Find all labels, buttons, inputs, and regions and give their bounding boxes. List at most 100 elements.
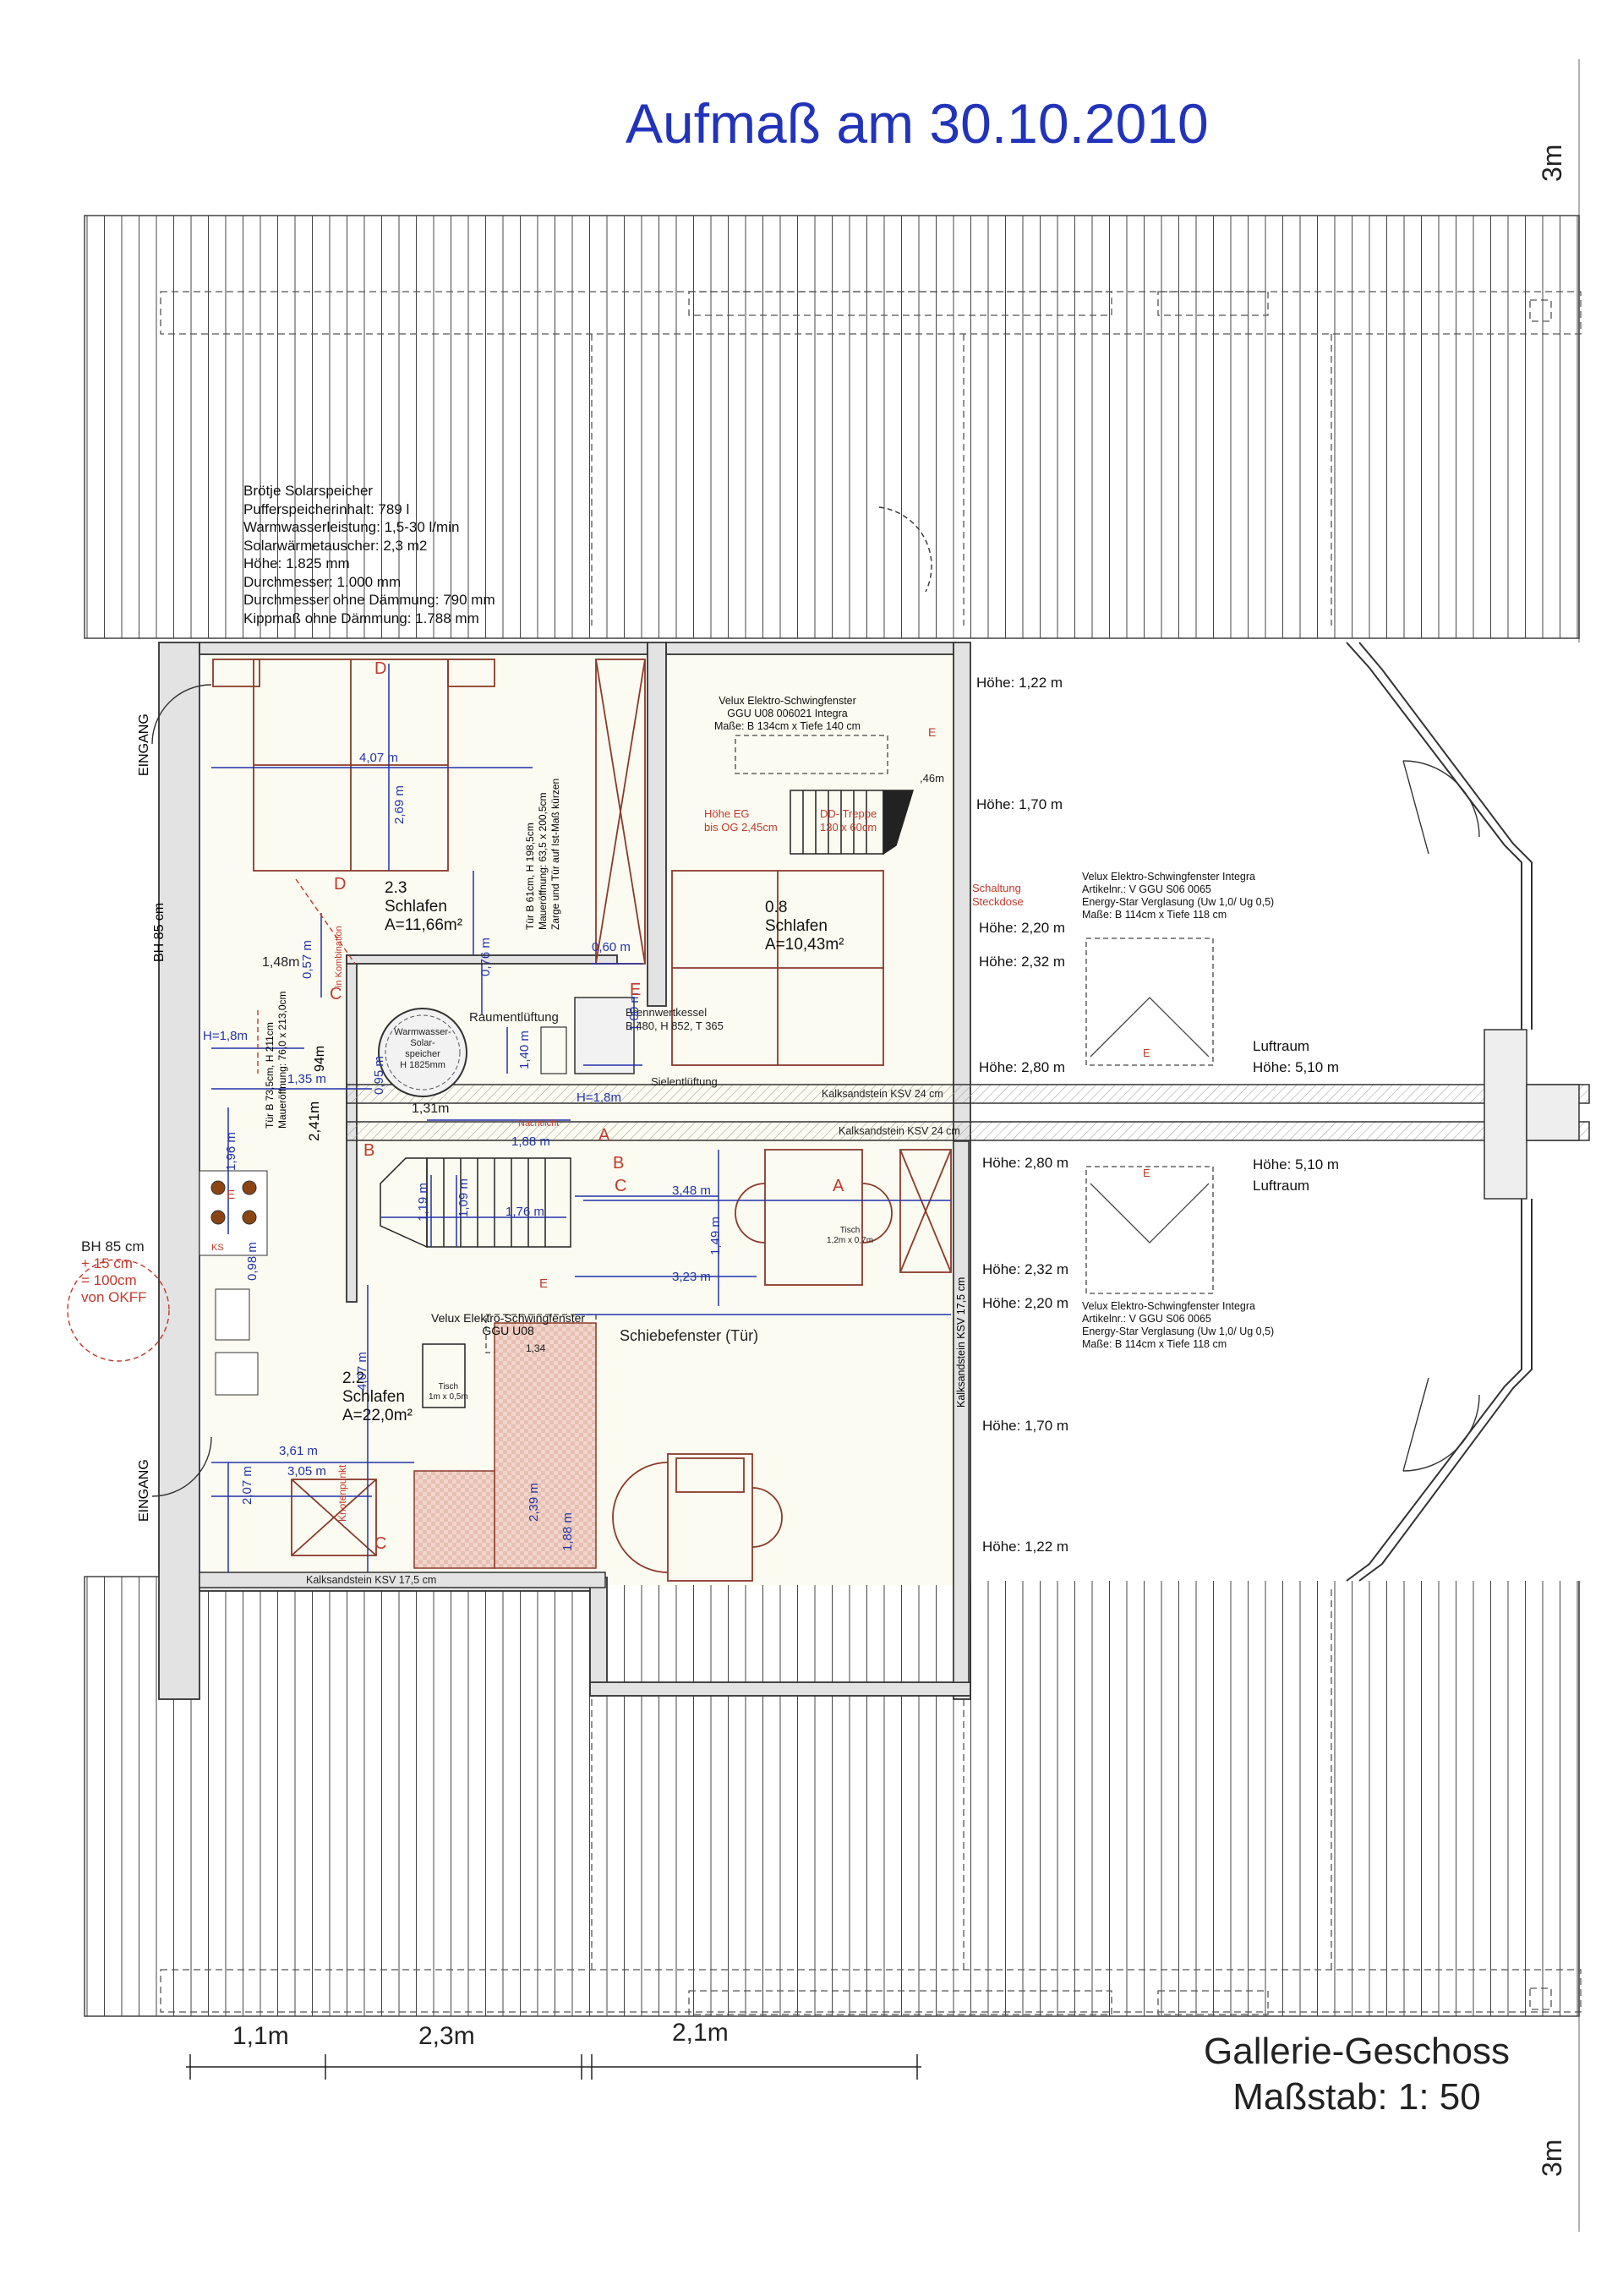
height-label: Höhe: 2,20 m [982, 1295, 1069, 1311]
label-line: Brennwertkessel [626, 1006, 708, 1019]
dim-label: 1,76 m [505, 1205, 544, 1219]
velux-line: Energy-Star Verglasung (Uw 1,0/ Ug 0,5) [1082, 896, 1275, 908]
velux-right-note-2: Velux Elektro-Schwingfenster Integra Art… [1082, 1300, 1274, 1351]
table-label: Tisch 1,2m x 0,7m [827, 1226, 873, 1246]
floor-area-right [959, 642, 1581, 1581]
velux-right-note-1: Velux Elektro-Schwingfenster Integra Art… [1082, 871, 1274, 921]
marker: E [1143, 1047, 1150, 1059]
marker: E [539, 1276, 549, 1291]
height-label: Höhe: 2,80 m [979, 1059, 1066, 1075]
dim-label: 1,48m [262, 955, 300, 970]
info-line: Durchmesser ohne Dämmung: 790 mm [243, 592, 495, 608]
bed-room-23 [212, 659, 495, 872]
bed-room-08 [671, 870, 884, 1066]
info-line: Brötje Solarspeicher [243, 483, 374, 499]
room-name: Schlafen [385, 898, 447, 916]
height-label: Höhe: 5,10 m [1253, 1156, 1340, 1173]
note-line: BH 85 cm [81, 1238, 145, 1255]
room-area: A=11,66m² [385, 916, 463, 934]
wall-ksv175-bottom [199, 1572, 606, 1588]
wall-ksv24-upper [346, 1084, 1590, 1104]
table-label: Tisch 1m x 0,5m [429, 1382, 468, 1402]
velux-line: Velux Elektro-Schwingfenster Integra [1082, 1300, 1255, 1312]
dim-label: 1,49 m [708, 1216, 723, 1255]
wall-ksv175-right [953, 1140, 970, 1683]
luftraum-label: Luftraum [1253, 1038, 1310, 1054]
wardrobe-room-23 [595, 659, 646, 965]
room-23-label: 2.3 Schlafen A=11,66m² [385, 879, 462, 935]
wall-label: Kalksandstein KSV 17,5 cm [955, 1276, 967, 1408]
nightlight-label: Nachtlicht [518, 1118, 560, 1129]
marker: D [374, 659, 387, 678]
label-line: Maueröffnung: 63,5 x 200,5cm [537, 792, 549, 930]
label-line: 1,2m x 0,7m [827, 1236, 874, 1245]
kitchen-stove [199, 1170, 268, 1396]
label-line: Schaltung [972, 882, 1021, 894]
height-label: Höhe: 1,70 m [982, 1418, 1069, 1434]
right-pillar-ext [1526, 1084, 1580, 1141]
height-label: Höhe: 2,32 m [982, 1261, 1069, 1277]
info-line: Pufferspeicherinhalt: 789 l [243, 500, 410, 517]
velux-line: Velux Elektro-Schwingfenster Integra [1082, 871, 1255, 883]
ks-label: KS [211, 1243, 224, 1253]
door-note: Tür B 61cm, H 198,5cm Maueröffnung: 63,5… [524, 779, 562, 930]
dimension-lines [211, 664, 951, 1572]
marker: B [363, 1141, 375, 1160]
room-area: A=10,43m² [765, 936, 844, 954]
floor-name: Gallerie-Geschoss [1204, 2031, 1510, 2072]
dim-label: 0,76 m [478, 938, 493, 976]
wall-label: Kalksandstein KSV 24 cm [822, 1088, 943, 1100]
combination-label: in Kombination [334, 926, 344, 987]
room-area: A=22,0m² [342, 1407, 413, 1424]
velux-windows-right [485, 735, 1214, 1353]
dim-label: 1,35 m [287, 1072, 326, 1086]
switch-socket-note: Schaltung Steckdose [972, 882, 1024, 909]
table-room-21 [612, 1453, 783, 1582]
dim-label: 94m [313, 1045, 327, 1072]
dim-label: H=1,8m [577, 1091, 621, 1105]
scale-mark-top-right: 3m [1537, 144, 1567, 182]
label-line: bis OG 2,45cm [704, 821, 778, 834]
velux-line: Velux Elektro-Schwingfenster [431, 1311, 586, 1325]
dim-label: 1,88 m [511, 1134, 550, 1149]
red-annotations [67, 878, 356, 1362]
dim-label: 4,07 m [359, 751, 398, 765]
footer-title: Gallerie-Geschoss Maßstab: 1: 50 [1167, 2029, 1547, 2120]
label-line: Tür B 61cm, H 198,5cm [524, 823, 536, 930]
entrance-label: EINGANG [137, 713, 151, 776]
dim-label: 4,07 m [355, 1352, 369, 1391]
label-line: Maueröffnung: 76,0 x 213,0cm [276, 991, 288, 1129]
height-label: Höhe: 2,80 m [982, 1155, 1069, 1171]
scale-label: Maßstab: 1: 50 [1232, 2076, 1481, 2118]
roof-top [84, 215, 1580, 639]
wardrobe-room-22 [291, 1149, 952, 1556]
room-name: Schlafen [765, 917, 828, 935]
label-line: Höhe EG [704, 807, 750, 820]
label-line: DD- Treppe [820, 807, 877, 820]
sewer-vent-label: Sielentlüftung [651, 1075, 718, 1088]
velux-line: Maße: B 114cm x Tiefe 118 cm [1082, 1338, 1227, 1350]
marker: A [598, 1126, 610, 1145]
wall-label: Kalksandstein KSV 24 cm [839, 1125, 960, 1137]
dim-label: 2,41m [306, 1101, 322, 1141]
dim-label: 0,98 m [245, 1242, 260, 1281]
dim-label: H=1,8m [203, 1029, 248, 1043]
marker: D [334, 875, 347, 894]
luftraum-label: Luftraum [1253, 1178, 1310, 1194]
label-line: Tür B 73,5cm, H 211cm [264, 1022, 276, 1129]
height-label: Höhe: 1,70 m [976, 796, 1063, 812]
label-line: Warmwasser- [394, 1027, 451, 1037]
velux-line: GGU U08 006021 Integra [727, 708, 848, 719]
marker: E [1143, 1167, 1150, 1179]
bunk-bed [494, 1322, 597, 1569]
dim-label: 1,09 m [456, 1178, 471, 1217]
label-line: B 480, H 852, T 365 [626, 1020, 724, 1032]
scale-mark-bottom-right: 3m [1537, 2139, 1567, 2177]
note-line: = 100cm [81, 1272, 137, 1288]
velux-triangles [1090, 997, 1210, 1244]
label-line: Solar- [410, 1038, 435, 1048]
info-line: Höhe: 1.825 mm [243, 555, 350, 571]
velux-line: Artikelnr.: V GGU S06 0065 [1082, 883, 1211, 895]
dim-label: 3,05 m [287, 1464, 326, 1479]
dim-label: 2,07 m [240, 1466, 254, 1505]
